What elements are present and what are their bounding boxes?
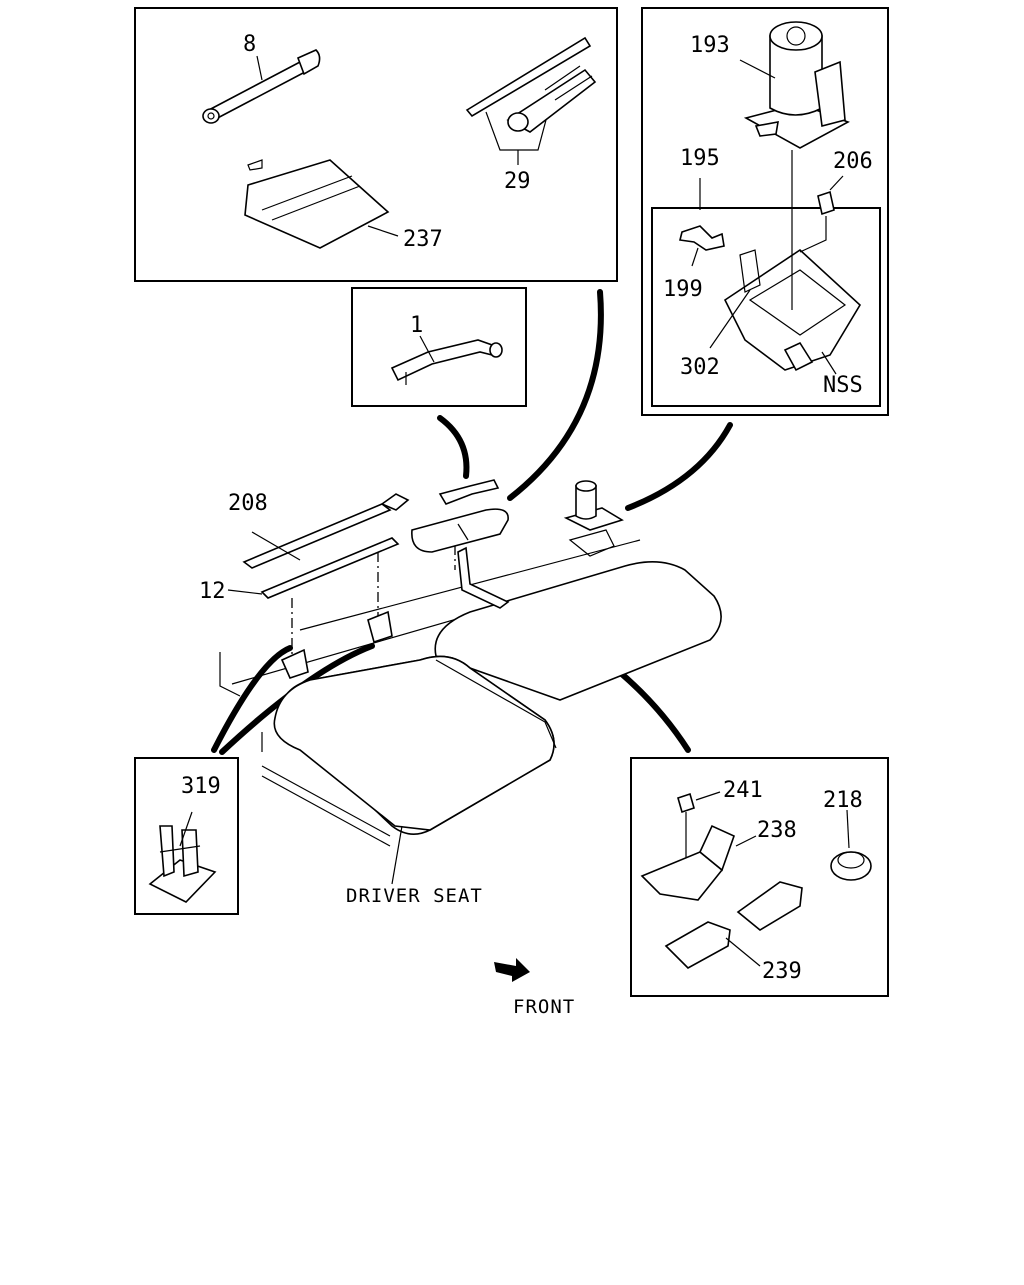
label-193: 193 — [690, 33, 730, 58]
callout-labels: 8 29 237 193 195 206 199 302 NSS 1 208 1… — [181, 32, 873, 1018]
tool-kit-box — [134, 7, 618, 282]
label-199: 199 — [663, 277, 703, 302]
label-12: 12 — [199, 579, 226, 604]
wheel-wrench-part — [202, 49, 321, 124]
label-237: 237 — [403, 227, 443, 252]
label-208: 208 — [228, 491, 268, 516]
label-29: 29 — [504, 169, 531, 194]
seat-assembly — [219, 479, 722, 885]
bottle-jack-part — [743, 21, 850, 149]
jack-box — [641, 7, 889, 416]
clip-319-box — [134, 757, 239, 915]
grommet-part — [830, 809, 872, 881]
label-8: 8 — [243, 32, 256, 57]
label-218: 218 — [823, 788, 863, 813]
label-nss: NSS — [823, 373, 863, 398]
label-302: 302 — [680, 355, 720, 380]
label-239: 239 — [762, 959, 802, 984]
driver-seat-caption: DRIVER SEAT — [346, 885, 483, 907]
handle-box — [351, 287, 527, 407]
label-319: 319 — [181, 774, 221, 799]
label-241: 241 — [723, 778, 763, 803]
label-1: 1 — [410, 313, 423, 338]
label-206: 206 — [833, 149, 873, 174]
tool-bag-part — [244, 159, 390, 249]
front-arrow-icon — [494, 958, 530, 982]
jack-handle-part — [465, 36, 597, 165]
label-195: 195 — [680, 146, 720, 171]
bracket-box — [630, 757, 889, 997]
label-238: 238 — [757, 818, 797, 843]
front-caption: FRONT — [513, 996, 575, 1018]
